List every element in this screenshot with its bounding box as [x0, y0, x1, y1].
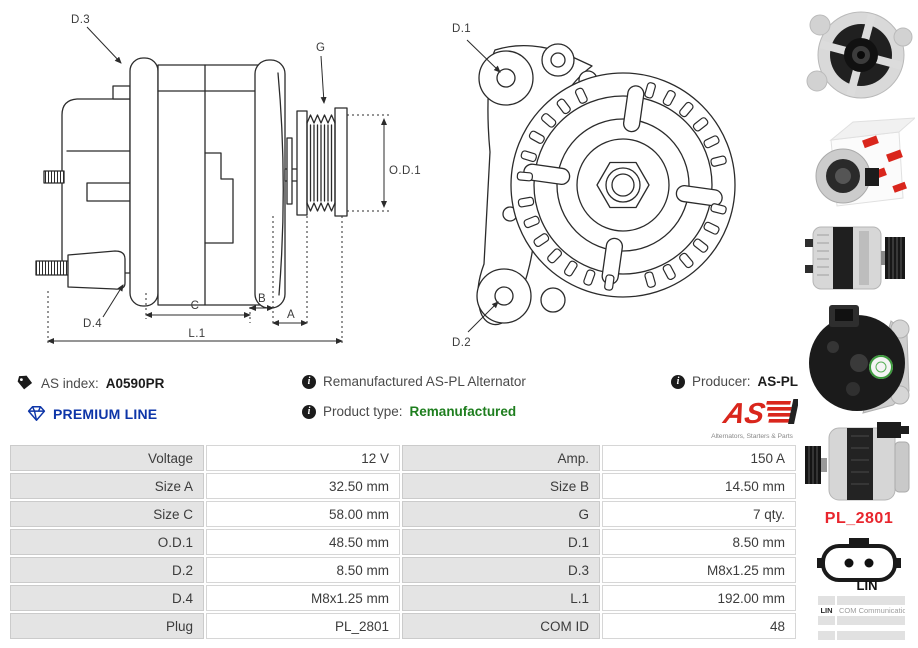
- com-row: [818, 616, 905, 625]
- spec-label: D.4: [10, 585, 204, 611]
- product-photo-side-left[interactable]: [803, 420, 915, 510]
- as-logo-text: AS: [720, 397, 769, 430]
- premium-line-label: PREMIUM LINE: [53, 405, 158, 422]
- producer-value: AS-PL: [757, 374, 799, 389]
- dim-label-l1: L.1: [188, 328, 205, 340]
- spec-value: 48.50 mm: [206, 529, 400, 555]
- spec-value: PL_2801: [206, 613, 400, 639]
- spec-value: M8x1.25 mm: [602, 557, 796, 583]
- spec-value: 32.50 mm: [206, 473, 400, 499]
- dim-label-od1: O.D.1: [389, 165, 421, 177]
- producer-label: Producer:: [692, 374, 751, 389]
- plug-code-label: PL_2801: [824, 510, 894, 527]
- info-icon: i: [302, 374, 316, 389]
- product-type-label: Product type:: [323, 404, 403, 419]
- as-index-value: A0590PR: [105, 375, 165, 391]
- spec-label: COM ID: [402, 613, 600, 639]
- product-photo-box[interactable]: [803, 110, 915, 215]
- spec-value: 48: [602, 613, 796, 639]
- product-photo-rear[interactable]: [803, 303, 915, 421]
- spec-value: 58.00 mm: [206, 501, 400, 527]
- spec-value: 7 qty.: [602, 501, 796, 527]
- specs-table: Voltage 12 V Amp. 150 A Size A 32.50 mm …: [10, 445, 798, 639]
- plug-connector-icon: [817, 538, 901, 582]
- description-row: i Remanufactured AS-PL Alternator: [302, 374, 526, 389]
- tag-icon: [17, 375, 33, 390]
- spec-value: 8.50 mm: [602, 529, 796, 555]
- dim-label-a: A: [287, 309, 295, 321]
- spec-label: Size C: [10, 501, 204, 527]
- spec-label: Plug: [10, 613, 204, 639]
- spec-label: G: [402, 501, 600, 527]
- spec-value: 14.50 mm: [602, 473, 796, 499]
- spec-label: D.3: [402, 557, 600, 583]
- com-row: [818, 631, 905, 640]
- dim-label-d1: D.1: [452, 23, 471, 35]
- premium-diamond-icon: [27, 406, 46, 421]
- as-pl-logo: AS Alternators, Starters & Parts: [706, 396, 800, 440]
- spec-label: Voltage: [10, 445, 204, 471]
- product-photo-front[interactable]: [803, 5, 915, 105]
- as-index-row: AS index: A0590PR: [16, 374, 164, 392]
- com-value: COM Communication: [837, 606, 905, 615]
- dim-label-d3: D.3: [71, 14, 90, 26]
- spec-value: 8.50 mm: [206, 557, 400, 583]
- as-pl-logo-mark: AS: [720, 397, 800, 430]
- spec-value: 12 V: [206, 445, 400, 471]
- producer-row: i Producer: AS-PL: [671, 374, 798, 389]
- spec-value: M8x1.25 mm: [206, 585, 400, 611]
- spec-label: Amp.: [402, 445, 600, 471]
- dim-label-d4: D.4: [83, 318, 102, 330]
- spec-label: D.2: [10, 557, 204, 583]
- front-view-diagram: D.1 D.2: [452, 23, 736, 349]
- dim-label-d2: D.2: [452, 337, 471, 349]
- spec-value: 150 A: [602, 445, 796, 471]
- dim-label-g: G: [316, 42, 325, 54]
- info-icon: i: [302, 404, 316, 419]
- plug-type-label: LIN: [856, 578, 878, 593]
- spec-label: O.D.1: [10, 529, 204, 555]
- product-type-value: Remanufactured: [409, 404, 517, 419]
- spec-label: L.1: [402, 585, 600, 611]
- dim-label-b: B: [258, 293, 266, 305]
- product-type-row: i Product type: Remanufactured: [302, 404, 516, 419]
- com-key: LIN: [818, 606, 835, 615]
- product-description: Remanufactured AS-PL Alternator: [323, 374, 526, 389]
- premium-line-row[interactable]: PREMIUM LINE: [27, 404, 157, 423]
- product-photos-sidebar: PL_2801 LIN LIN COM Communication: [803, 0, 915, 648]
- product-photo-side-right[interactable]: [803, 213, 915, 301]
- com-row: [818, 596, 905, 605]
- dim-label-c: C: [191, 300, 200, 312]
- spec-label: D.1: [402, 529, 600, 555]
- side-view-diagram: D.3 G O.D.1 D.4 C B A L.1: [35, 14, 421, 345]
- com-row-lin: LIN COM Communication: [818, 606, 905, 615]
- spec-value: 192.00 mm: [602, 585, 796, 611]
- info-icon: i: [671, 374, 685, 389]
- as-index-label: AS index:: [41, 375, 99, 391]
- spec-label: Size A: [10, 473, 204, 499]
- spec-label: Size B: [402, 473, 600, 499]
- com-protocol-table: LIN COM Communication: [818, 596, 905, 641]
- as-logo-caption: Alternators, Starters & Parts: [711, 433, 793, 440]
